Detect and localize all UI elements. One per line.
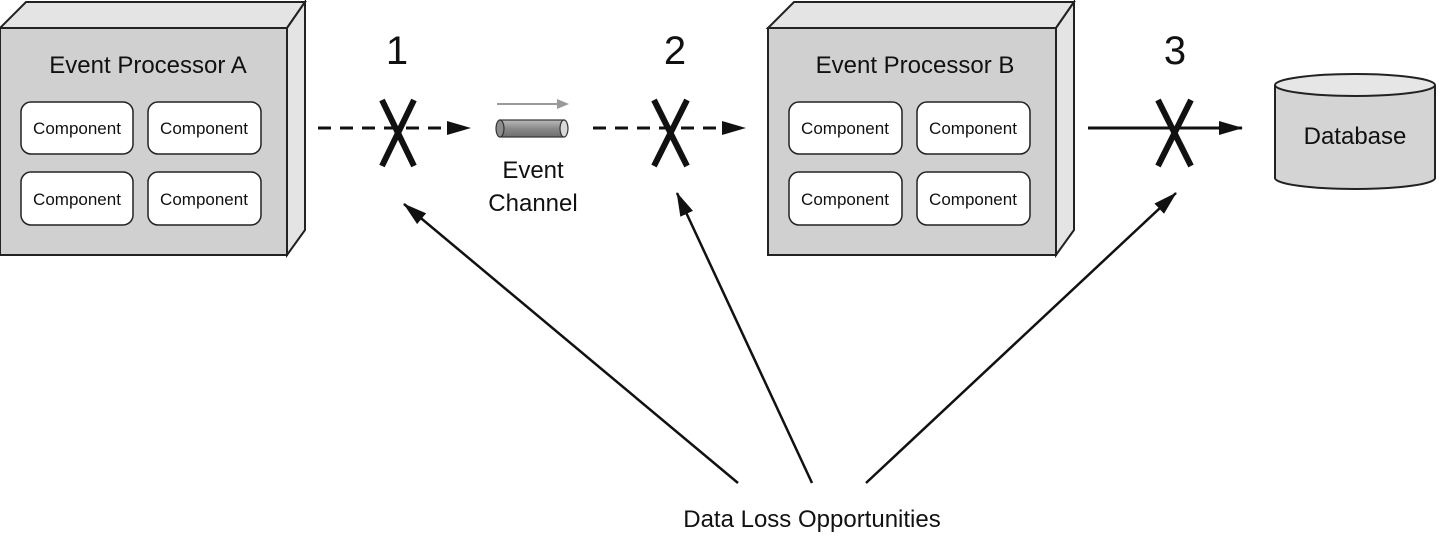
processor-a-component-2: Component	[147, 101, 262, 155]
pointer-arrows	[403, 192, 1177, 484]
processor-a-side-face	[286, 0, 306, 259]
component-label: Component	[801, 190, 889, 209]
pointer-arrow-2	[675, 192, 814, 484]
component-label: Component	[160, 119, 248, 138]
channel-label-line2: Channel	[488, 190, 577, 217]
flow-3-number: 3	[1164, 29, 1186, 73]
processor-a-component-4: Component	[147, 171, 262, 226]
channel-direction-arrowhead	[557, 99, 569, 109]
processor-b-component-4: Component	[916, 171, 1031, 226]
flow-2-x-marker	[651, 98, 690, 168]
pointer-arrow-3	[865, 192, 1177, 484]
database-label: Database	[1304, 123, 1407, 150]
caption: Data Loss Opportunities	[683, 506, 940, 533]
event-channel: Event Channel	[488, 99, 578, 217]
processor-a-title: Event Processor A	[49, 52, 246, 79]
processor-a-component-1: Component	[20, 101, 134, 155]
component-label: Component	[33, 119, 121, 138]
processor-b-top-face	[765, 0, 1076, 29]
flow-1-x-marker	[379, 98, 417, 168]
processor-b-component-2: Component	[916, 101, 1031, 155]
processor-b-component-3: Component	[788, 171, 903, 226]
database-icon	[1274, 85, 1436, 190]
event-processor-a: Event Processor A Component Component Co…	[0, 0, 307, 259]
processor-b-side-face	[1055, 0, 1075, 259]
component-label: Component	[801, 119, 889, 138]
flow-2-number: 2	[664, 29, 686, 73]
processor-a-top-face	[0, 0, 307, 29]
flow-3: 3	[1088, 29, 1243, 168]
channel-label-line1: Event	[502, 157, 564, 184]
channel-pipe-icon	[495, 119, 569, 138]
processor-b-component-1: Component	[788, 101, 903, 155]
component-label: Component	[929, 190, 1017, 209]
processor-a-component-3: Component	[20, 171, 134, 226]
component-label: Component	[929, 119, 1017, 138]
flow-3-x-marker	[1155, 98, 1194, 168]
flow-2: 2	[593, 29, 746, 168]
component-label: Component	[33, 190, 121, 209]
processor-b-title: Event Processor B	[816, 52, 1015, 79]
flow-1-number: 1	[386, 29, 408, 73]
database: Database	[1274, 73, 1436, 190]
component-label: Component	[160, 190, 248, 209]
flow-1: 1	[318, 29, 471, 168]
database-top	[1274, 73, 1436, 97]
event-processor-b: Event Processor B Component Component Co…	[765, 0, 1076, 259]
pointer-arrow-1	[403, 203, 739, 484]
